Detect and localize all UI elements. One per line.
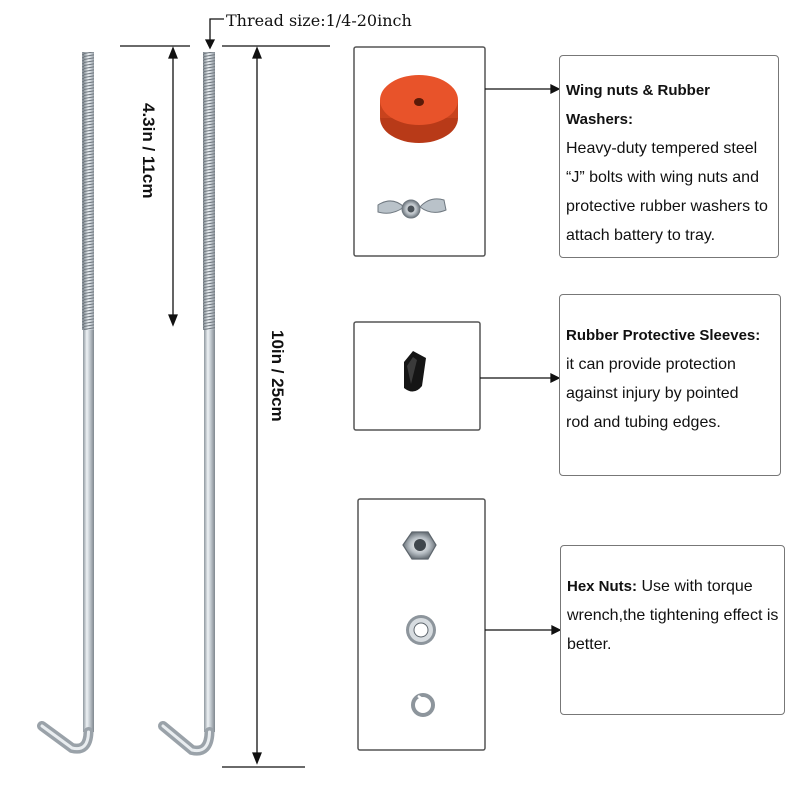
sleeve-title: Rubber Protective Sleeves: bbox=[566, 327, 761, 344]
threaded-section bbox=[203, 52, 215, 330]
hexnut-description-box: Hex Nuts: Use with torque wrench,the tig… bbox=[560, 545, 785, 715]
j-bolt-left bbox=[37, 52, 94, 754]
rubber-sleeve bbox=[404, 351, 426, 392]
wing-nut bbox=[377, 198, 447, 219]
flat-washer bbox=[406, 615, 436, 645]
j-bolt-right bbox=[158, 52, 215, 756]
smooth-shaft bbox=[83, 330, 94, 732]
sleeve-description-box: Rubber Protective Sleeves: it can provid… bbox=[559, 294, 781, 476]
washer-title: Wing nuts & Rubber Washers: bbox=[566, 82, 711, 128]
sleeve-text: it can provide protection against injury… bbox=[566, 356, 739, 431]
thread-length-label: 4.3in / 11cm bbox=[139, 103, 158, 199]
total-length-label: 10in / 25cm bbox=[268, 330, 287, 422]
hex-nut bbox=[402, 531, 437, 560]
threaded-section bbox=[82, 52, 94, 330]
thread-size-label: Thread size:1/4-20inch bbox=[226, 11, 412, 30]
rubber-washer bbox=[380, 75, 458, 143]
washer-description-box: Wing nuts & Rubber Washers: Heavy-duty t… bbox=[559, 55, 779, 258]
lock-washer bbox=[411, 693, 435, 717]
hexnut-text: Use with torque wrench,the tightening ef… bbox=[567, 578, 779, 653]
callout-arrows bbox=[480, 83, 562, 636]
hexnut-title: Hex Nuts: bbox=[567, 578, 638, 595]
dimension-lines bbox=[120, 18, 330, 768]
washer-text: Heavy-duty tempered steel “J” bolts with… bbox=[566, 140, 768, 244]
smooth-shaft bbox=[204, 330, 215, 732]
